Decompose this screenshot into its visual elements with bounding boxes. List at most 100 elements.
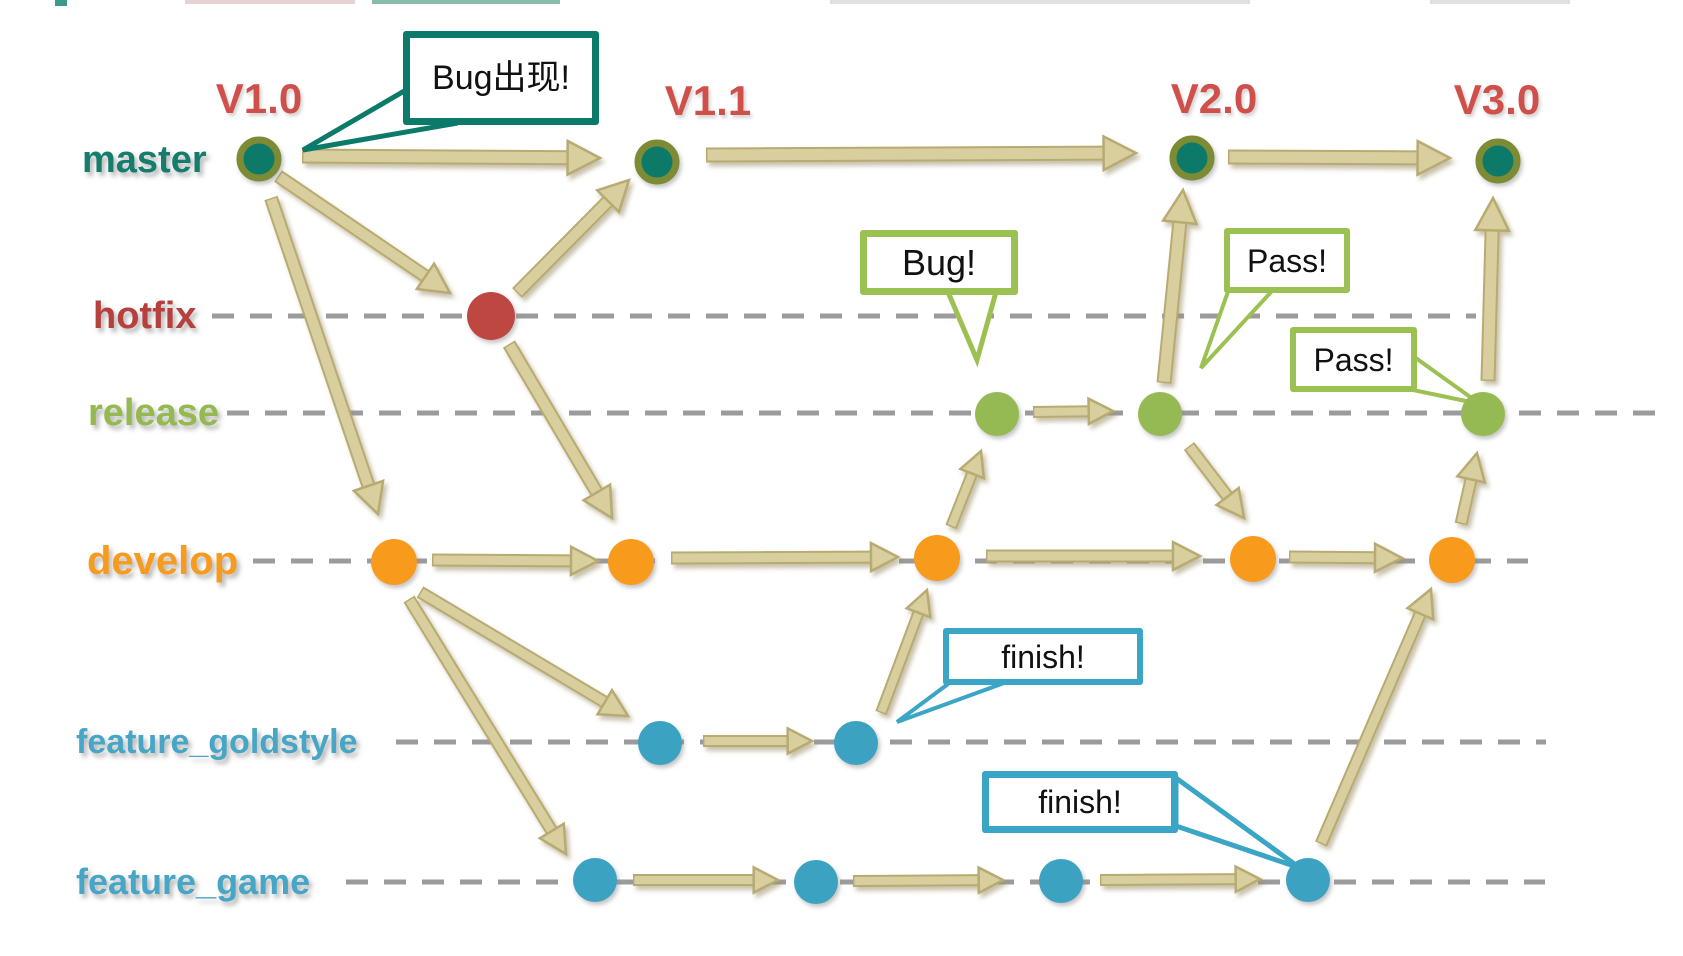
bubble-bug: Bug! — [860, 230, 1018, 295]
arrow-head — [595, 687, 631, 718]
bubble-bug-appear: Bug出现! — [403, 31, 599, 125]
arrow-develop-3-to-develop-4 — [986, 539, 1203, 573]
arrow-shaft — [276, 172, 430, 282]
arrow-head — [904, 587, 932, 620]
commit-dot-feature_game — [573, 858, 617, 902]
bubble-tail-pass-callout-v2 — [1199, 283, 1277, 370]
arrow-head — [594, 178, 631, 215]
arrow-head — [752, 865, 781, 895]
top-edge-artifact — [372, 0, 560, 4]
arrow-release-2-to-develop-4 — [1183, 442, 1246, 521]
arrow-head — [958, 448, 986, 481]
arrow-head — [786, 726, 815, 756]
commit-dot-feature_goldstyle — [638, 721, 682, 765]
commit-dot-feature_goldstyle — [834, 721, 878, 765]
arrow-head — [1416, 139, 1453, 177]
arrow-shaft — [707, 147, 1106, 161]
arrow-head — [869, 541, 901, 574]
arrow-shaft — [303, 150, 570, 164]
bubble-tail-finish-callout-game — [1173, 773, 1302, 871]
commit-dot-develop — [608, 539, 654, 585]
arrow-head — [1214, 485, 1246, 521]
arrow-develop-1-to-goldstyle-1 — [416, 586, 631, 718]
arrow-head — [351, 479, 385, 517]
arrow-shaft — [405, 597, 557, 836]
arrow-shaft — [514, 196, 614, 296]
arrow-shaft — [1158, 219, 1186, 383]
arrow-head — [566, 138, 603, 177]
bubble-tail-finish-callout-goldstyle — [895, 678, 1005, 724]
version-tag-v2-0: V2.0 — [1170, 75, 1258, 122]
top-edge-artifact — [55, 0, 67, 6]
arrow-master-v1.0-to-develop-1 — [264, 195, 385, 517]
arrow-goldstyle-1-to-goldstyle-2 — [703, 726, 815, 756]
bubble-pass-v3: Pass! — [1290, 327, 1417, 392]
arrow-shaft — [1482, 228, 1498, 380]
arrow-develop-5-to-release-3 — [1454, 450, 1487, 526]
arrow-shaft — [433, 555, 574, 566]
arrow-head — [1373, 541, 1405, 574]
arrow-release-2-to-master-v2.0 — [1156, 187, 1199, 384]
top-edge-artifact — [830, 0, 1250, 4]
arrow-release-1-to-release-2 — [1032, 396, 1116, 426]
arrow-head — [1234, 864, 1263, 894]
version-tag-v3-0: V3.0 — [1453, 76, 1541, 123]
arrow-shaft — [1229, 151, 1420, 164]
arrow-shaft — [1317, 610, 1426, 845]
commit-dot-feature_game — [794, 860, 838, 904]
arrow-shaft — [1186, 444, 1233, 501]
arrow-game-1-to-game-2 — [633, 865, 781, 895]
branch-label-develop: develop — [87, 539, 239, 583]
arrow-shaft — [1456, 476, 1476, 524]
commit-dot-develop — [1429, 537, 1475, 583]
arrow-head — [1171, 539, 1203, 573]
arrows-layer — [264, 134, 1511, 895]
commit-dot-develop — [914, 535, 960, 581]
arrow-shaft — [505, 342, 603, 497]
commit-dot-release — [1138, 392, 1182, 436]
arrow-develop-3-to-release-1 — [945, 448, 986, 530]
arrow-head — [1087, 396, 1116, 426]
arrow-master-v2.0-to-master-v3.0 — [1227, 139, 1453, 177]
commit-dot-develop — [371, 539, 417, 585]
arrow-head — [1102, 134, 1139, 173]
arrow-game-3-to-game-4 — [1099, 864, 1263, 894]
arrow-release-3-to-master-v3.0 — [1473, 195, 1511, 382]
arrow-shaft — [266, 197, 374, 490]
branch-label-release: release — [88, 392, 220, 434]
commit-dot-hotfix — [467, 292, 515, 340]
arrow-shaft — [418, 588, 609, 708]
arrow-shaft — [947, 470, 977, 528]
top-edge-artifact — [185, 0, 355, 4]
commit-dot-develop — [1230, 536, 1276, 582]
arrow-head — [537, 821, 568, 857]
arrow-shaft — [1290, 552, 1378, 563]
branch-label-feature-game: feature_game — [76, 861, 311, 902]
arrow-master-v1.0-to-master-v1.1 — [301, 138, 603, 177]
arrow-head — [569, 544, 601, 577]
arrow-shaft — [1101, 875, 1238, 884]
arrow-game-4-to-develop-5 — [1315, 586, 1435, 847]
arrow-head — [581, 482, 614, 521]
arrow-develop-4-to-develop-5 — [1288, 541, 1405, 574]
top-edge-artifact — [1430, 0, 1570, 4]
arrow-shaft — [672, 552, 874, 563]
arrow-game-2-to-game-3 — [852, 865, 1006, 895]
branch-label-master: master — [82, 139, 207, 181]
arrow-head — [1160, 187, 1199, 226]
arrow-develop-1-to-game-1 — [403, 595, 568, 857]
commit-dot-feature_game — [1039, 859, 1083, 903]
commit-dot-release — [975, 392, 1019, 436]
bubble-tail-bug-callout — [944, 289, 1000, 368]
arrow-develop-2-to-develop-3 — [670, 541, 901, 574]
arrow-head — [1455, 450, 1487, 485]
arrow-goldstyle-2-to-develop-3 — [875, 587, 932, 716]
commit-dot-master — [1169, 135, 1215, 181]
commits-layer — [236, 135, 1521, 904]
commit-dot-release — [1461, 392, 1505, 436]
commit-dot-master — [1475, 138, 1521, 184]
arrow-develop-1-to-develop-2 — [431, 544, 601, 577]
commit-dot-master — [236, 136, 282, 182]
